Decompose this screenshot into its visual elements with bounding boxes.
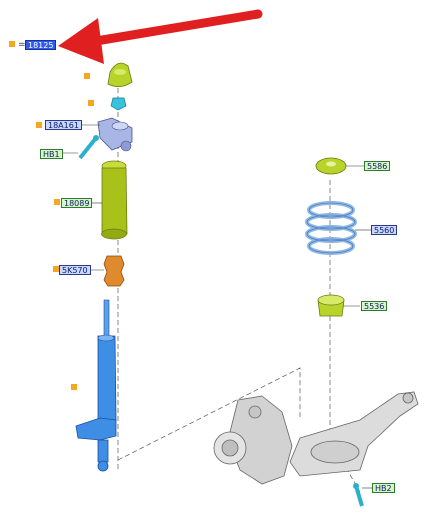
top-nut [110, 97, 127, 111]
upper-insulator [107, 62, 133, 87]
marker-icon [88, 100, 94, 106]
marker-icon [9, 41, 15, 47]
knuckle-lower-arm [213, 391, 419, 485]
marker-icon [71, 384, 77, 390]
dust-boot [101, 160, 128, 240]
callout-mount-bolt[interactable]: HB1 [40, 149, 63, 159]
strut-mount [97, 117, 133, 152]
legend-equals: = [18, 40, 26, 50]
arrow-icon [58, 9, 263, 64]
shock-absorber [75, 299, 117, 472]
upper-spring-seat [315, 157, 347, 175]
coil-spring-outline [306, 202, 356, 254]
callout-upper-seat[interactable]: 5586 [364, 161, 391, 171]
callout-lower-seat[interactable]: 5536 [361, 301, 388, 311]
arm-bolt [353, 483, 364, 507]
marker-icon [53, 266, 59, 272]
marker-icon [36, 122, 42, 128]
callout-main-assembly[interactable]: 18125 [25, 40, 57, 50]
bump-stop [103, 255, 125, 287]
coil-spring [305, 201, 357, 255]
callout-arm-bolt[interactable]: HB2 [372, 483, 395, 493]
callout-bump-stop[interactable]: 5K570 [59, 265, 91, 275]
marker-icon [54, 199, 60, 205]
callout-dust-boot[interactable]: 18089 [61, 198, 93, 208]
callout-strut-mount[interactable]: 18A161 [45, 120, 82, 130]
mount-bolt [78, 135, 99, 160]
callout-coil-spring[interactable]: 5560 [371, 225, 398, 235]
lower-spring-seat [317, 294, 345, 317]
marker-icon [84, 73, 90, 79]
